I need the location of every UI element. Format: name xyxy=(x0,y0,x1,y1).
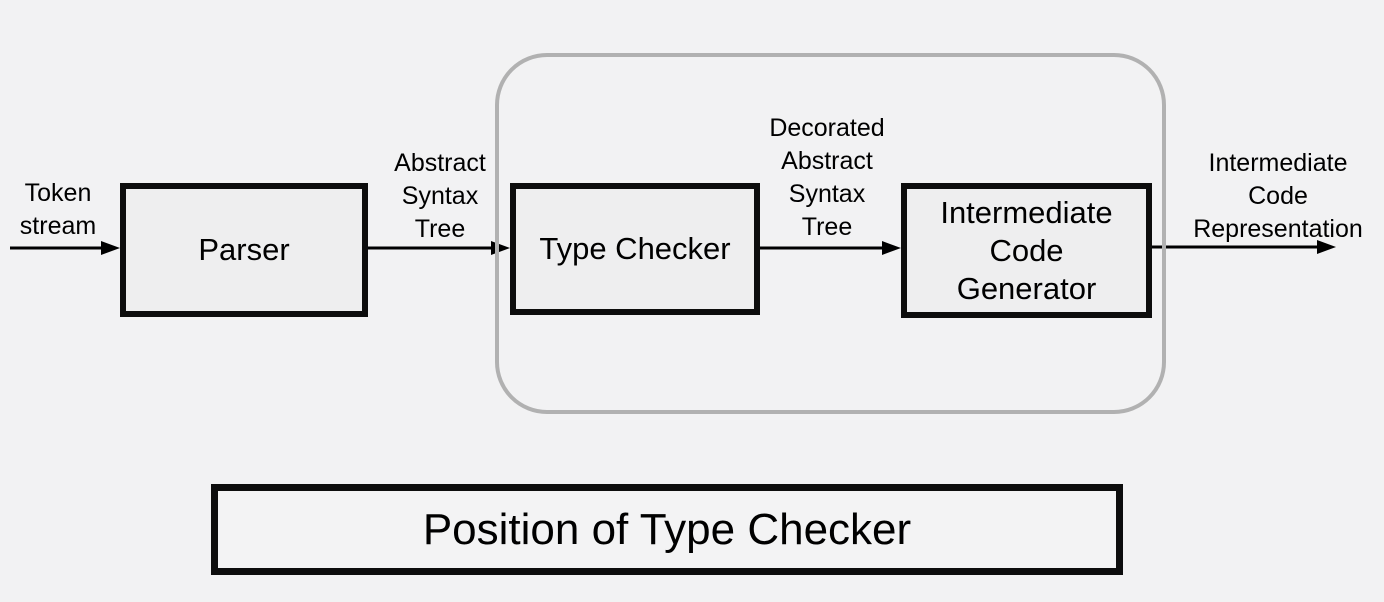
intermediate-code-generator-node: Intermediate Code Generator xyxy=(901,183,1152,318)
abstract-syntax-tree-label: Abstract Syntax Tree xyxy=(370,147,510,246)
type-checker-scope-group xyxy=(495,53,1166,414)
intermediate-code-representation-label: Intermediate Code Representation xyxy=(1178,147,1378,246)
icg-node-label-line: Generator xyxy=(956,270,1097,306)
caption-label: Position of Type Checker xyxy=(422,504,912,554)
decorated-abstract-syntax-tree-label: Decorated Abstract Syntax Tree xyxy=(752,112,902,244)
caption-box: Position of Type Checker xyxy=(211,484,1123,575)
dast-label-line: Tree xyxy=(801,213,853,241)
parser-node: Parser xyxy=(120,183,368,317)
icg-node-label-line: Code xyxy=(989,232,1064,268)
token-stream-label-line: Token xyxy=(24,179,92,207)
type-checker-node-label: Type Checker xyxy=(539,231,731,266)
ast-label-line: Tree xyxy=(414,215,466,243)
icg-node-label-line: Intermediate xyxy=(940,194,1113,230)
dast-label-line: Syntax xyxy=(788,180,866,208)
icr-label-line: Representation xyxy=(1193,215,1363,243)
token-stream-label-line: stream xyxy=(19,212,97,240)
parser-node-label: Parser xyxy=(198,232,290,267)
icr-label-line: Code xyxy=(1248,182,1308,210)
arrow-token-stream-to-parser xyxy=(10,241,120,255)
dast-label-line: Decorated xyxy=(769,114,885,142)
type-checker-node: Type Checker xyxy=(510,183,760,315)
icr-label-line: Intermediate xyxy=(1208,149,1348,177)
dast-label-line: Abstract xyxy=(781,147,873,175)
ast-label-line: Syntax xyxy=(401,182,479,210)
arrowhead xyxy=(101,241,120,255)
token-stream-label: Token stream xyxy=(6,177,110,243)
ast-label-line: Abstract xyxy=(394,149,486,177)
